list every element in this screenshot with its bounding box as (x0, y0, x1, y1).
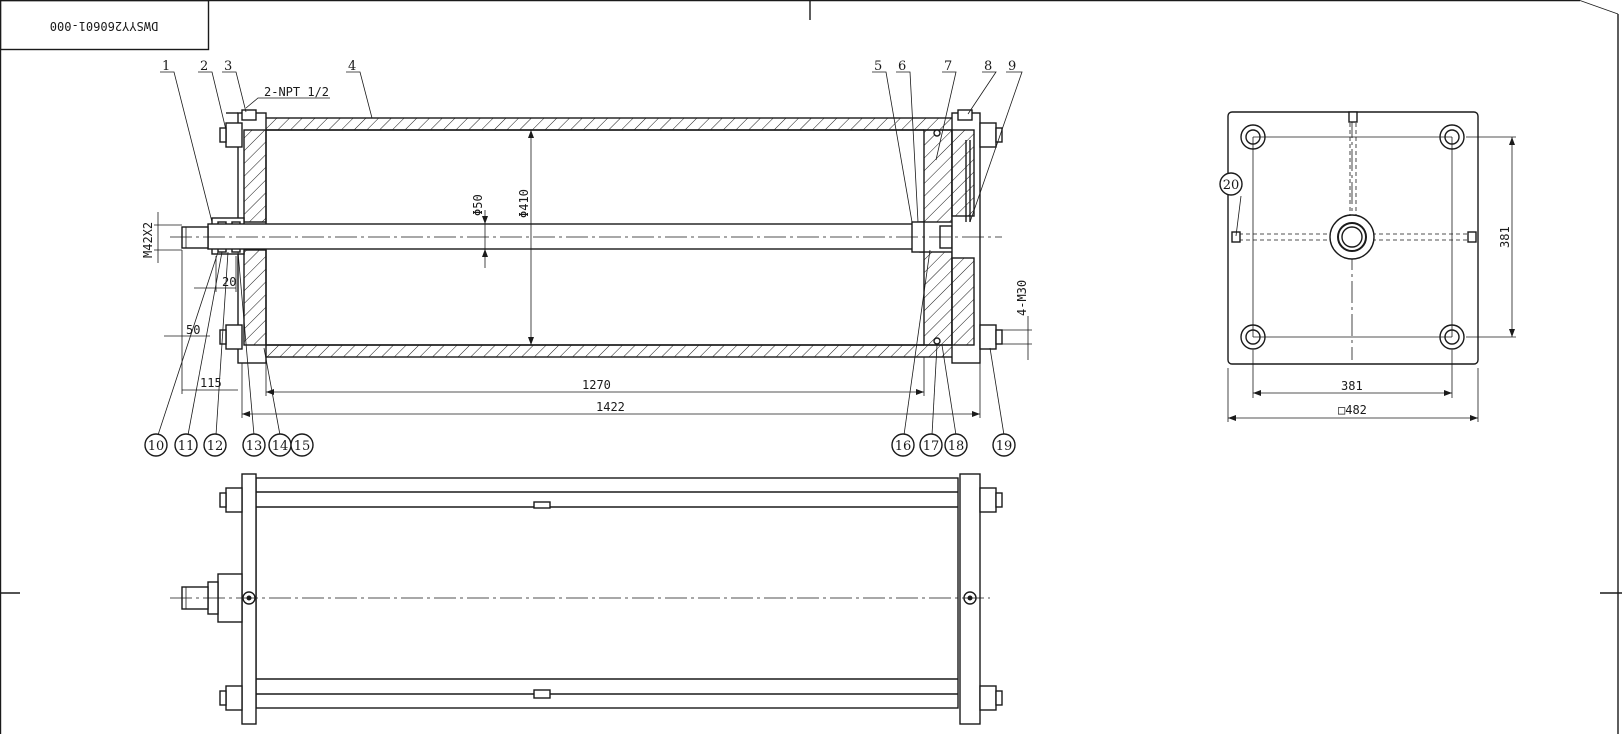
label-5: 5 (874, 59, 882, 74)
balloon-20: 20 (1223, 178, 1240, 193)
side-view: 20 (1219, 111, 1479, 365)
label-6: 6 (898, 59, 906, 74)
balloon-13: 13 (246, 439, 263, 454)
top-part-labels: 1 2 3 4 5 6 7 8 9 (160, 59, 1023, 223)
label-8: 8 (984, 59, 992, 74)
label-7: 7 (944, 59, 952, 74)
balloon-11: 11 (178, 439, 195, 454)
label-3: 3 (224, 59, 232, 74)
section-dimensions: 2-NPT 1/2 M42X2 Φ50 Φ410 20 50 115 (141, 85, 1032, 418)
balloon-12: 12 (207, 439, 224, 454)
title-block: DWSYY260601-000 (0, 0, 210, 51)
bolt-note: 4-M30 (1015, 280, 1029, 316)
label-4: 4 (348, 59, 356, 74)
dim-1422: 1422 (596, 400, 625, 414)
rod-dia-dim: Φ50 (471, 194, 485, 216)
side-view-dimensions: 381 381 □482 (1227, 136, 1516, 422)
balloon-19: 19 (996, 439, 1013, 454)
balloon-10: 10 (148, 439, 165, 454)
dim-115: 115 (200, 376, 222, 390)
dim-20: 20 (222, 275, 236, 289)
dim-50: 50 (186, 323, 200, 337)
balloon-18: 18 (948, 439, 965, 454)
bore-dia-dim: Φ410 (517, 189, 531, 218)
balloon-17: 17 (923, 439, 940, 454)
label-2: 2 (200, 59, 208, 74)
label-1: 1 (162, 59, 170, 74)
npt-note: 2-NPT 1/2 (264, 85, 329, 99)
top-view (170, 473, 1003, 725)
balloon-14: 14 (272, 439, 289, 454)
section-view (170, 109, 1003, 364)
balloon-16: 16 (895, 439, 912, 454)
drawing-number: DWSYY260601-000 (50, 19, 158, 33)
dim-1270: 1270 (582, 378, 611, 392)
bottom-part-balloons: 10 11 12 13 14 15 16 17 18 19 (144, 249, 1016, 457)
label-9: 9 (1008, 59, 1016, 74)
side-width-dim: 381 (1341, 379, 1363, 393)
plate-size-dim: □482 (1338, 403, 1367, 417)
thread-note: M42X2 (141, 222, 155, 258)
side-height-dim: 381 (1498, 226, 1512, 248)
balloon-15: 15 (294, 439, 311, 454)
